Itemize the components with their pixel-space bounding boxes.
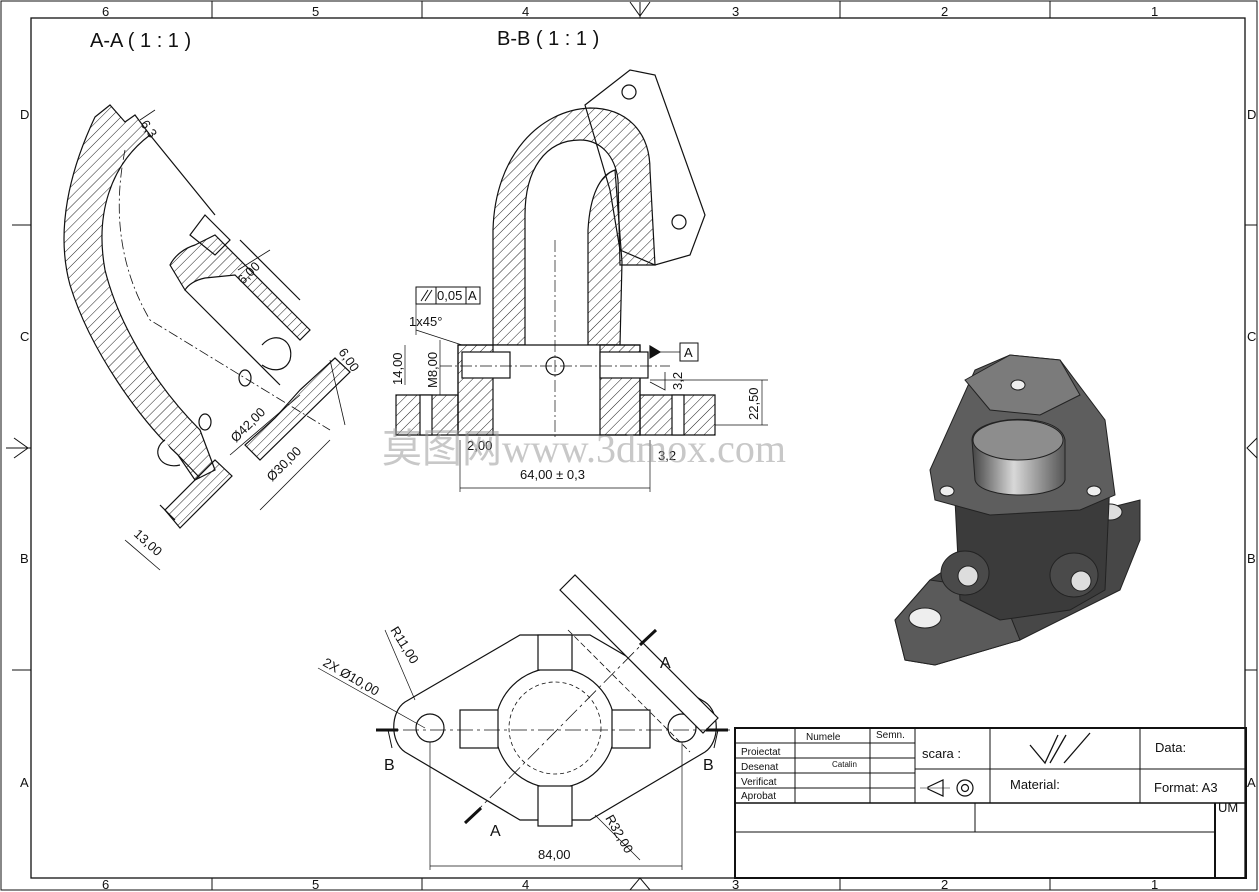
title-block-text: Numele Semn. Proiectat Desenat Verificat… xyxy=(741,730,1238,815)
dim-bb-200: 2,00 xyxy=(467,438,492,453)
tb-scara-label: scara : xyxy=(922,746,961,761)
dim-plan-r32: R32,00 xyxy=(602,812,636,856)
zone-label-bottom-5: 5 xyxy=(312,877,319,892)
section-letter-a-bottom: A xyxy=(490,823,501,840)
zone-label-top-3: 3 xyxy=(732,4,739,19)
zone-label-bottom-2: 2 xyxy=(941,877,948,892)
dim-plan-84: 84,00 xyxy=(538,847,571,862)
zone-label-left-b: B xyxy=(20,551,29,566)
dim-bb-2250: 22,50 xyxy=(746,387,761,420)
dim-bb-32: 3,2 xyxy=(670,372,685,390)
section-letter-a-top: A xyxy=(660,655,671,672)
dim-bb-32b: 3,2 xyxy=(658,448,676,463)
view-title-aa: A-A ( 1 : 1 ) xyxy=(90,30,191,52)
section-aa-dims: 6,3 6,00 6,00 Ø42,00 Ø30,00 13,00 xyxy=(131,117,362,559)
section-letter-b-left: B xyxy=(384,757,395,774)
tb-material-label: Material: xyxy=(1010,777,1060,792)
plan-view xyxy=(317,574,730,870)
tb-um-label: UM xyxy=(1218,800,1238,815)
zone-label-right-a: A xyxy=(1247,775,1256,790)
tb-col-numele: Numele xyxy=(806,732,841,743)
zone-label-top-2: 2 xyxy=(941,4,948,19)
dim-aa-1300: 13,00 xyxy=(131,526,165,559)
zone-label-top-1: 1 xyxy=(1151,4,1158,19)
section-bb-dims: 0,05 A 1x45° 14,00 M8,00 A 3,2 22,50 2,0… xyxy=(390,288,761,482)
dim-bb-tolerance: 0,05 xyxy=(437,288,462,303)
zone-label-right-c: C xyxy=(1247,329,1256,344)
zone-labels: 6 5 4 3 2 1 6 5 4 3 2 1 D C B A D C B A xyxy=(20,4,1256,892)
dim-bb-64: 64,00 ± 0,3 xyxy=(520,467,585,482)
zone-label-bottom-3: 3 xyxy=(732,877,739,892)
dim-bb-m8: M8,00 xyxy=(425,352,440,388)
zone-label-left-a: A xyxy=(20,775,29,790)
zone-label-bottom-4: 4 xyxy=(522,877,529,892)
dim-bb-1400: 14,00 xyxy=(390,352,405,385)
section-aa-view xyxy=(63,104,351,571)
tb-desenat-name: Catalin xyxy=(832,760,857,769)
zone-label-left-d: D xyxy=(20,107,29,122)
view-title-bb: B-B ( 1 : 1 ) xyxy=(497,28,599,50)
zone-label-left-c: C xyxy=(20,329,29,344)
tb-row-proiectat: Proiectat xyxy=(741,747,781,758)
dim-plan-holes: 2X Ø10,00 xyxy=(321,655,382,699)
tb-col-semn: Semn. xyxy=(876,730,905,741)
zone-label-top-5: 5 xyxy=(312,4,319,19)
section-bb-view xyxy=(395,69,768,492)
dim-bb-datum-ref: A xyxy=(468,288,477,303)
zone-label-right-b: B xyxy=(1247,551,1256,566)
zone-label-bottom-6: 6 xyxy=(102,877,109,892)
tb-row-desenat: Desenat xyxy=(741,762,778,773)
tb-row-verificat: Verificat xyxy=(741,777,777,788)
dim-bb-chamfer: 1x45° xyxy=(409,314,442,329)
dim-bb-datum: A xyxy=(684,345,693,360)
isometric-model xyxy=(894,354,1141,666)
zone-label-top-6: 6 xyxy=(102,4,109,19)
watermark: 莫图网www.3dmox.com xyxy=(382,426,786,471)
tb-format-label: Format: A3 xyxy=(1154,780,1218,795)
zone-label-bottom-1: 1 xyxy=(1151,877,1158,892)
zone-label-right-d: D xyxy=(1247,107,1256,122)
tb-data-label: Data: xyxy=(1155,740,1186,755)
section-letter-b-right: B xyxy=(703,757,714,774)
zone-label-top-4: 4 xyxy=(522,4,529,19)
title-block xyxy=(734,727,1247,879)
dim-plan-r11: R11,00 xyxy=(387,624,421,667)
tb-row-aprobat: Aprobat xyxy=(741,791,776,802)
